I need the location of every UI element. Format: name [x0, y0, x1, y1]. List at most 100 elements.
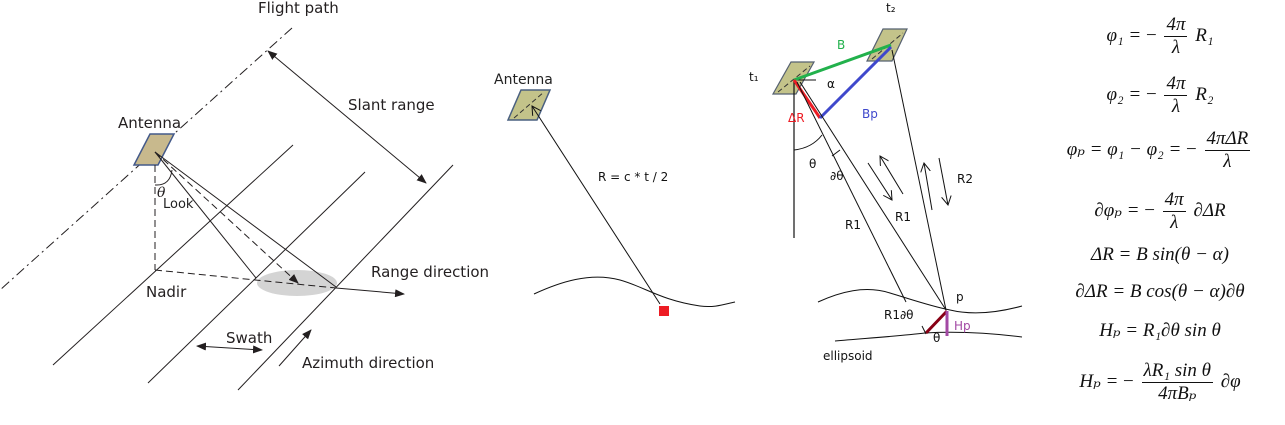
eq-rhs: ∂ΔR: [1193, 199, 1226, 221]
delta-r-label: ΔR: [788, 111, 805, 125]
look-angle-arc: [154, 169, 173, 186]
baseline-line: [793, 43, 892, 82]
eq-denominator: λ: [1223, 151, 1232, 172]
antenna-dash: [513, 91, 545, 119]
eq-denominator: λ: [1171, 96, 1181, 117]
ellipsoid-label: ellipsoid: [823, 349, 873, 363]
r2-arrow-up: [924, 163, 933, 211]
eq-lhs: Hₚ =: [1079, 370, 1119, 392]
look-label: Look: [163, 197, 194, 212]
r2-label: R2: [957, 172, 973, 186]
terrain-curve: [817, 289, 1023, 314]
r2-arrow-down: [938, 157, 948, 205]
eq-lhs: φₚ = φ₁ − φ₂ =: [1066, 138, 1182, 160]
slant-range-label: Slant range: [348, 96, 435, 114]
perpendicular-baseline-line: [818, 45, 893, 120]
equation-delta-r: ΔR = B sin(θ − α): [1035, 244, 1285, 266]
antenna-t1-icon: [771, 61, 816, 95]
eq-sign: −: [1186, 138, 1197, 160]
eq-denominator: λ: [1171, 37, 1181, 58]
range-direction-arrow: [335, 287, 405, 298]
flight-path-label: Flight path: [258, 0, 339, 17]
panel-sar-geometry: Flight path Slant range Antenna Range di…: [0, 0, 489, 391]
range-equation-label: R = c * t / 2: [598, 170, 668, 184]
r1-ray-outer: [796, 81, 907, 303]
antenna-label-1: Antenna: [118, 114, 181, 132]
t2-label: t₂: [886, 1, 896, 15]
target-point: [659, 306, 669, 316]
eq-text: ΔR = B sin(θ − α): [1091, 244, 1229, 265]
p-label: p: [956, 290, 964, 304]
beam-center: [154, 151, 299, 284]
eq-numerator: λR₁ sin θ: [1141, 360, 1213, 383]
azimuth-direction-label: Azimuth direction: [302, 354, 434, 372]
r1dtheta-label: R1∂θ: [884, 308, 914, 322]
r1dtheta-line: [924, 309, 949, 335]
eq-numerator: 4π: [1162, 189, 1186, 212]
theta-arc: [793, 134, 823, 151]
alpha-label: α: [827, 77, 835, 91]
slant-range-arrow: [267, 50, 427, 184]
dtheta-label: ∂θ: [830, 169, 844, 183]
theta-label: θ: [809, 157, 816, 171]
azimuth-arrow: [278, 329, 312, 367]
eq-sign: −: [1144, 199, 1155, 221]
antenna-icon: [132, 133, 176, 166]
antenna-label-2: Antenna: [494, 72, 553, 88]
t1-label: t₁: [749, 70, 759, 84]
equation-hp: Hₚ = R₁∂θ sin θ: [1035, 319, 1285, 342]
swath-arrow: [196, 342, 263, 354]
equation-d-delta-r: ∂ΔR = B cos(θ − α)∂θ: [1035, 281, 1285, 303]
theta-bottom-label: θ: [933, 331, 940, 345]
eq-lhs: φ₂ =: [1106, 83, 1142, 105]
eq-denominator: λ: [1170, 212, 1179, 233]
eq-sign: −: [1123, 370, 1134, 392]
eq-numerator: 4πΔR: [1204, 128, 1251, 151]
range-direction-label: Range direction: [371, 263, 489, 281]
r1-arrow-up: [880, 156, 904, 195]
eq-lhs: φ₁ =: [1106, 24, 1142, 46]
r1-ray: [799, 81, 947, 311]
hp-label: Hp: [954, 319, 971, 333]
eq-rhs: ∂φ: [1220, 370, 1241, 392]
eq-rhs: R₁: [1195, 24, 1214, 46]
ground-line-3: [237, 164, 454, 391]
panel-interferometry: t₁ t₂ α B ΔR Bp θ ∂θ R2 R1: [749, 1, 1023, 363]
baseline-label: B: [837, 38, 845, 52]
r1-arrow-down: [867, 162, 892, 200]
eq-lhs: ∂φₚ =: [1094, 199, 1140, 221]
range-line: [532, 106, 661, 305]
eq-numerator: 4π: [1164, 73, 1188, 96]
eq-sign: −: [1145, 24, 1157, 46]
r1-label-left: R1: [845, 218, 861, 232]
eq-sign: −: [1145, 83, 1157, 105]
panel-range: Antenna R = c * t / 2: [494, 72, 736, 316]
footprint-ellipse: [257, 270, 337, 296]
eq-rhs: R₂: [1195, 83, 1214, 105]
eq-denominator: 4πBₚ: [1158, 383, 1197, 404]
r2-ray: [891, 49, 947, 311]
eq-text: Hₚ = R₁∂θ sin θ: [1099, 320, 1221, 341]
swath-label: Swath: [226, 329, 272, 347]
nadir-label: Nadir: [146, 283, 187, 301]
bp-label: Bp: [862, 107, 878, 121]
r1dtheta-tick: [921, 325, 927, 335]
beam-far: [154, 151, 337, 288]
ground-line-2: [147, 171, 366, 384]
eq-text: ∂ΔR = B cos(θ − α)∂θ: [1075, 281, 1245, 302]
delta-r-line: [792, 79, 822, 119]
beam-near: [154, 151, 257, 279]
r1-label-mid: R1: [895, 210, 911, 224]
eq-numerator: 4π: [1164, 14, 1188, 37]
ground-line-1: [52, 144, 294, 366]
look-angle-theta: θ: [157, 185, 166, 201]
